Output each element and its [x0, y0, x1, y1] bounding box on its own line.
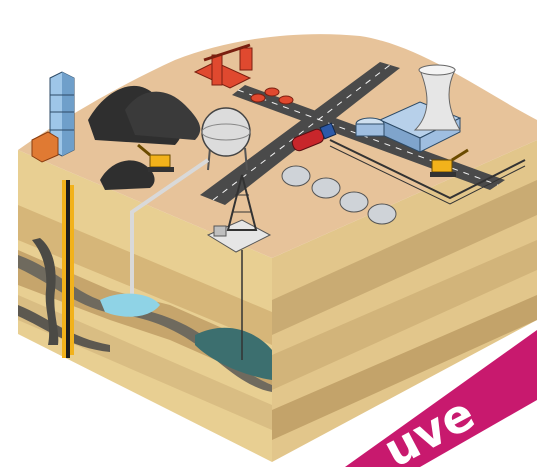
- pump-jack-icon: [193, 43, 253, 89]
- reservoir: [100, 293, 160, 317]
- well-casing: [62, 180, 74, 358]
- oil-tank-icon: [281, 165, 397, 225]
- coal-pile-icon: [88, 85, 201, 190]
- cooling-tower-icon: [413, 64, 461, 131]
- front-right-face: [272, 140, 537, 462]
- reservoir: [195, 327, 272, 380]
- oil-tank-icon: [250, 87, 294, 105]
- excavator-icon: [430, 148, 469, 177]
- fence-icon: [329, 139, 526, 205]
- drilling-rig-icon: [206, 174, 272, 253]
- pipeline-icon: [130, 158, 210, 310]
- mine-shaft-tower-icon: [31, 71, 75, 163]
- excavator-icon: [137, 143, 174, 172]
- gas-storage-sphere-icon: [201, 107, 251, 171]
- tanker-truck-icon: [291, 122, 337, 152]
